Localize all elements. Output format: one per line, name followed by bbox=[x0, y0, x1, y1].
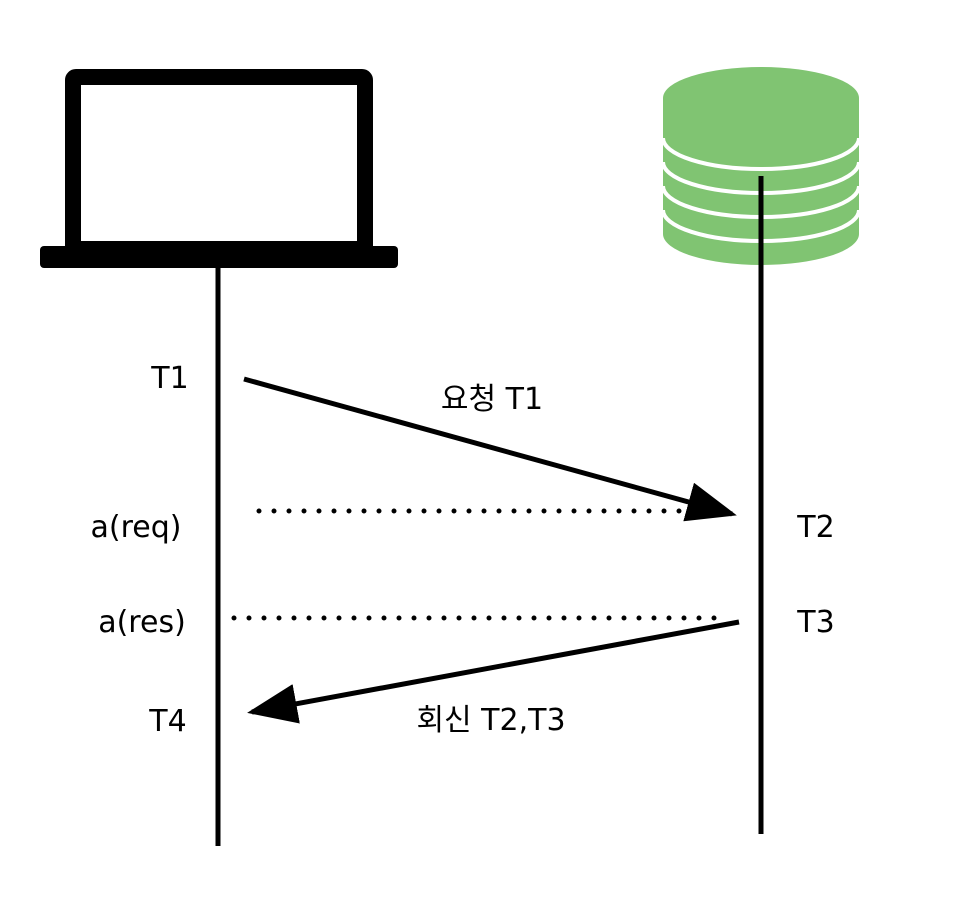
label-a-res: a(res) bbox=[98, 605, 186, 640]
label-t1: T1 bbox=[150, 361, 188, 396]
label-a-req: a(req) bbox=[91, 510, 182, 545]
label-request: 요청 T1 bbox=[441, 382, 543, 417]
label-t2: T2 bbox=[796, 510, 834, 545]
reply-arrow bbox=[247, 619, 740, 724]
label-t3: T3 bbox=[796, 605, 834, 640]
label-t4: T4 bbox=[148, 704, 186, 739]
laptop-icon bbox=[40, 69, 398, 268]
label-reply: 회신 T2,T3 bbox=[416, 703, 565, 738]
request-arrow bbox=[243, 376, 737, 522]
